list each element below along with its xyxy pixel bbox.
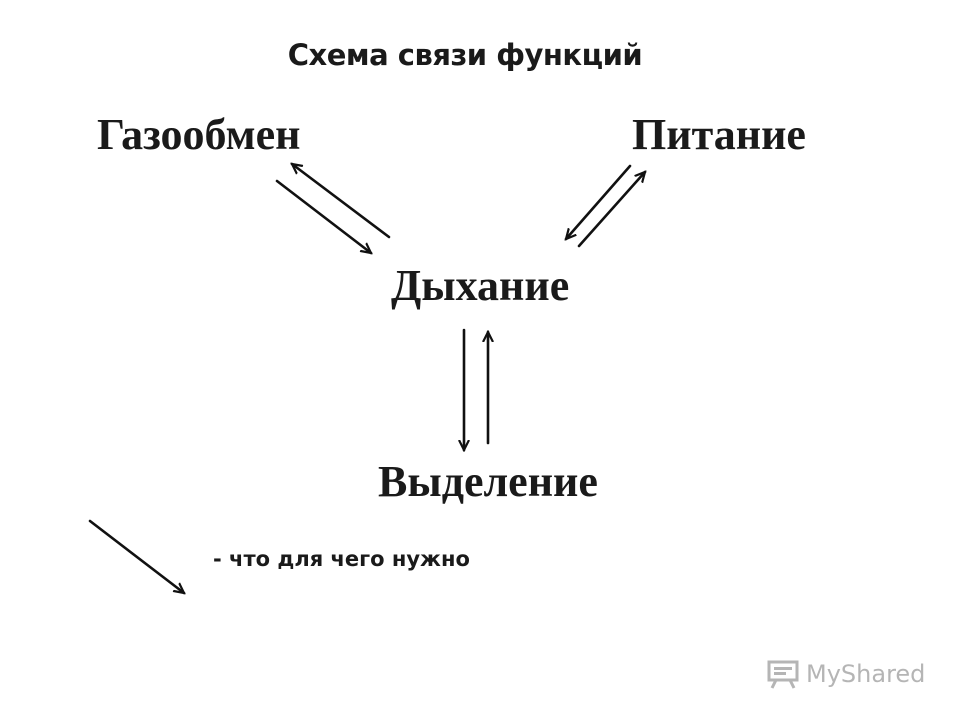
legend-text: - что для чего нужно [213,547,470,571]
node-gas-exchange: Газообмен [97,110,301,159]
diagram-title: Схема связи функций [287,38,643,72]
node-respiration: Дыхание [391,261,570,310]
arrow-resp-to-gas [292,164,391,239]
node-nutrition: Питание [632,110,806,159]
arrow-resp-to-nut [577,172,645,248]
legend-arrow [88,519,184,593]
arrow-gas-to-resp [275,179,371,253]
node-excretion: Выделение [378,457,598,506]
watermark-text: MyShared [806,660,926,688]
arrow-nut-to-resp [566,164,632,239]
watermark: MyShared [766,656,925,692]
presentation-board-icon [767,660,799,689]
